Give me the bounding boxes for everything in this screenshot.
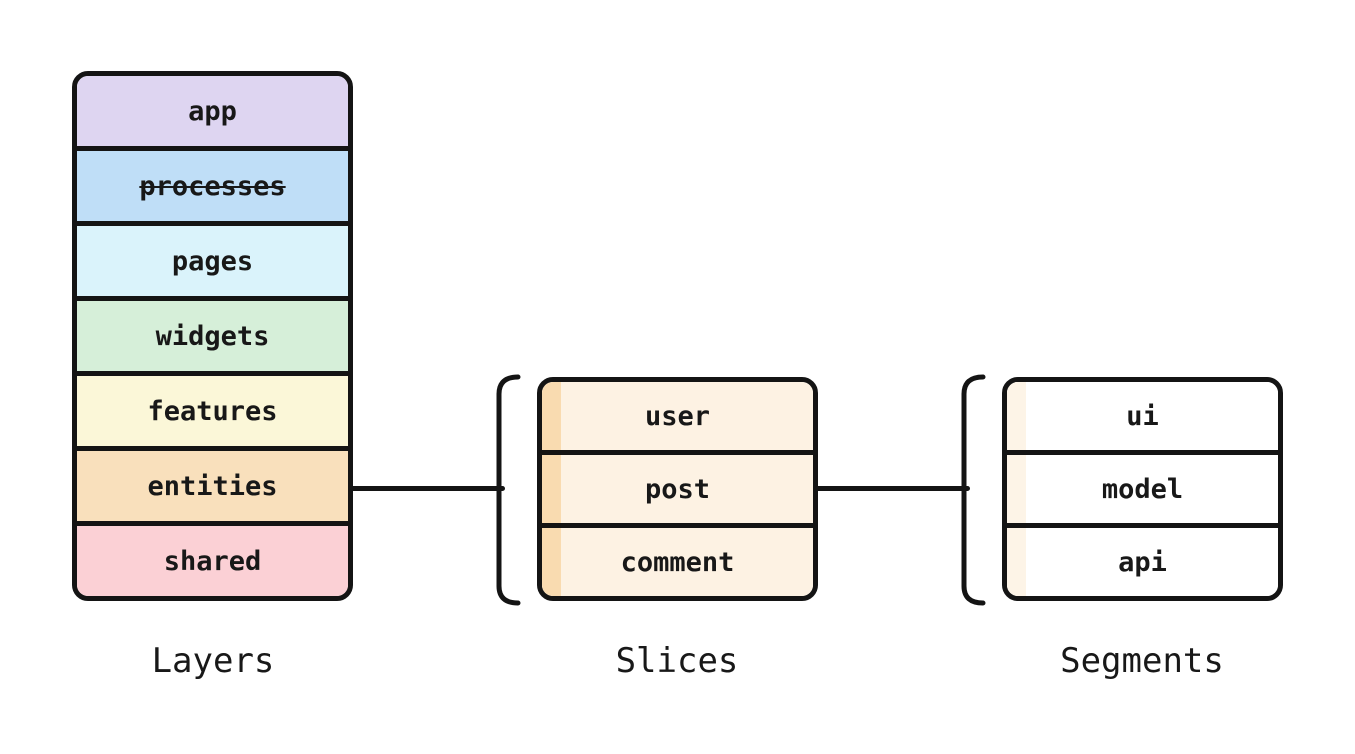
layer-row-widgets: widgets (77, 296, 348, 371)
slices-stack: user post comment (537, 377, 818, 601)
segment-stripe (1007, 382, 1026, 450)
layer-row-entities: entities (77, 446, 348, 521)
layer-label-entities: entities (147, 470, 278, 502)
layer-label-app: app (188, 95, 237, 127)
slices-caption: Slices (615, 641, 739, 681)
layers-stack: app processes pages widgets features ent… (72, 71, 353, 601)
layers-caption: Layers (151, 641, 275, 681)
slice-stripe (542, 455, 561, 523)
layer-label-widgets: widgets (155, 320, 270, 352)
layer-label-processes: processes (139, 170, 286, 202)
slice-row-comment: comment (542, 523, 813, 596)
segment-stripe (1007, 528, 1026, 596)
layer-row-shared: shared (77, 521, 348, 596)
segments-left-bracket-icon (961, 374, 986, 606)
segment-row-ui: ui (1007, 382, 1278, 450)
slice-stripe (542, 528, 561, 596)
slice-label-comment: comment (620, 546, 735, 578)
layer-row-app: app (77, 76, 348, 146)
slice-label-post: post (644, 473, 711, 505)
segment-label-model: model (1101, 473, 1184, 505)
segment-label-api: api (1118, 546, 1167, 578)
segment-row-api: api (1007, 523, 1278, 596)
layer-label-shared: shared (163, 545, 262, 577)
layer-label-pages: pages (171, 245, 254, 277)
slice-stripe (542, 382, 561, 450)
connector-slices-segments (815, 486, 970, 491)
connector-entities-slices (350, 486, 505, 491)
slices-left-bracket-icon (496, 374, 521, 606)
layer-row-features: features (77, 371, 348, 446)
segment-stripe (1007, 455, 1026, 523)
layer-label-features: features (147, 395, 278, 427)
slice-row-post: post (542, 450, 813, 523)
segments-stack: ui model api (1002, 377, 1283, 601)
segments-caption: Segments (1060, 641, 1224, 681)
layer-row-pages: pages (77, 221, 348, 296)
segment-row-model: model (1007, 450, 1278, 523)
slice-row-user: user (542, 382, 813, 450)
segment-label-ui: ui (1126, 400, 1159, 432)
slice-label-user: user (644, 400, 711, 432)
layer-row-processes: processes (77, 146, 348, 221)
